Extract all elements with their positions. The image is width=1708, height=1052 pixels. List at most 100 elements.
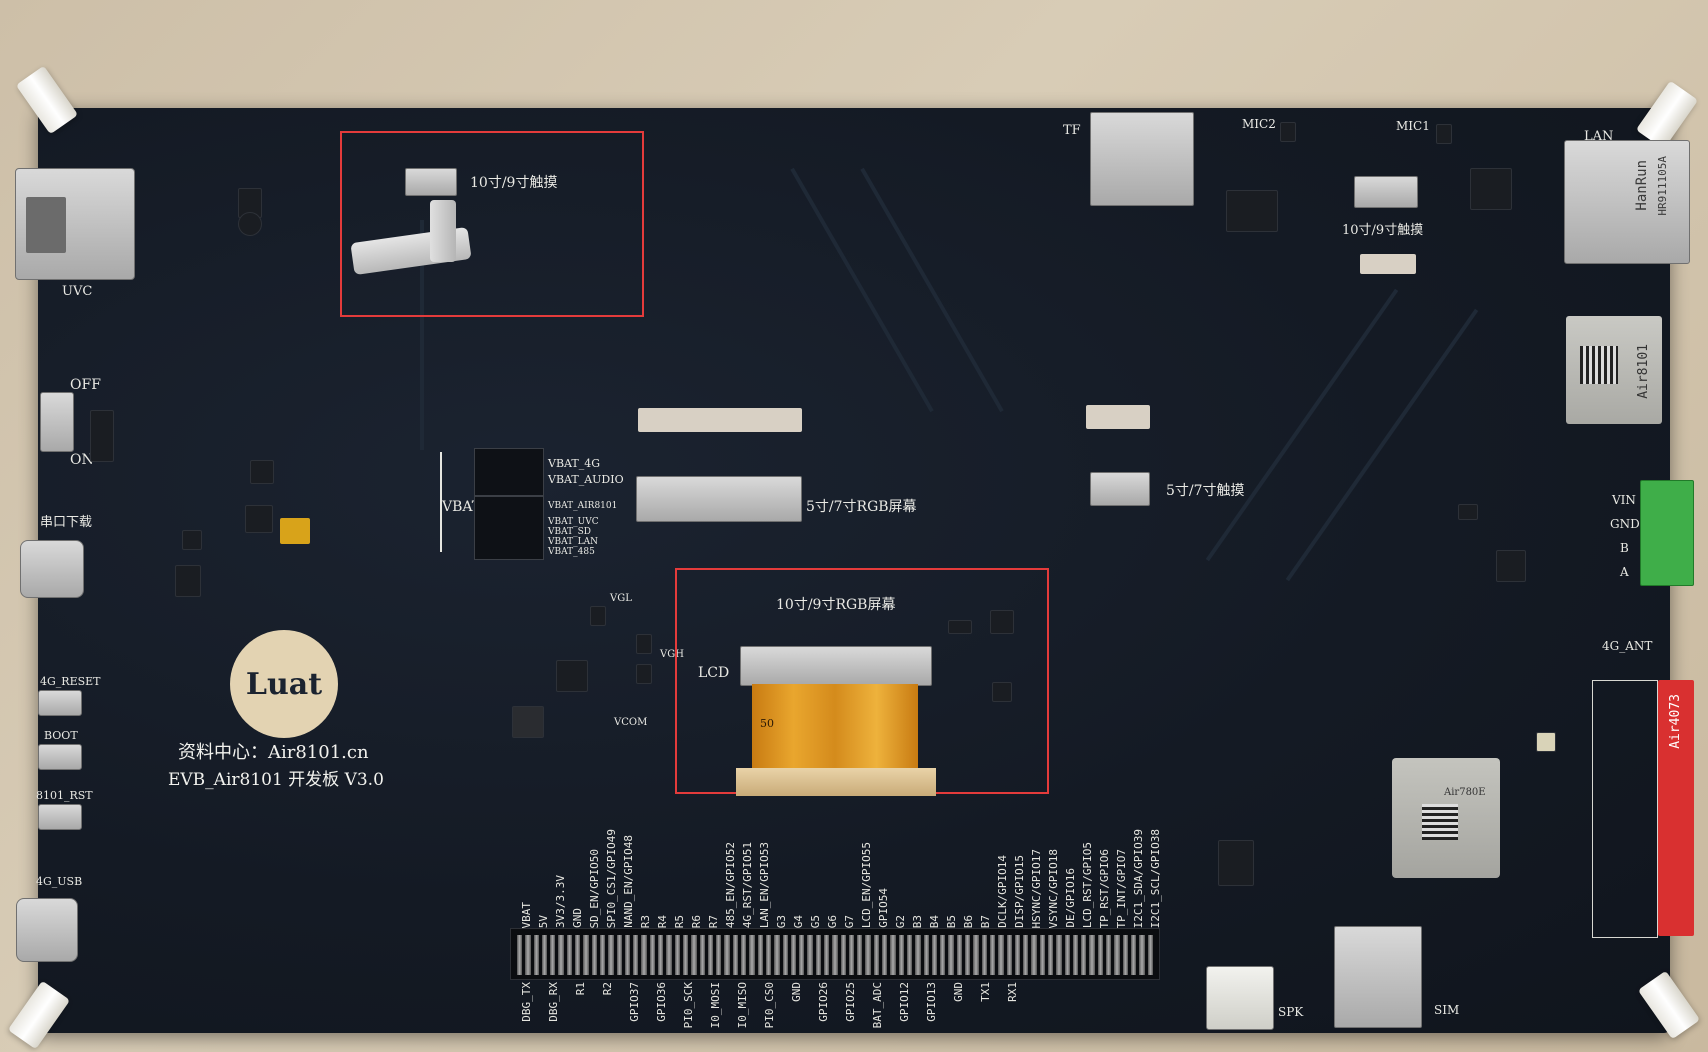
- touch-10-9-connector[interactable]: [405, 168, 457, 196]
- pin: [965, 935, 971, 975]
- lan-port[interactable]: [1564, 140, 1690, 264]
- speaker-connector[interactable]: [1206, 966, 1274, 1030]
- pin: [923, 935, 929, 975]
- pin: [1023, 935, 1029, 975]
- power-on-label: ON: [70, 452, 94, 468]
- chip: [1226, 190, 1278, 232]
- uvc-usb-port[interactable]: [15, 168, 135, 280]
- a-label: A: [1620, 565, 1629, 579]
- reset-4g-label: 4G_RESET: [40, 675, 101, 688]
- fpc-mark: 50: [760, 717, 774, 730]
- dip-switch-large[interactable]: [474, 496, 544, 560]
- header-label: R4: [656, 914, 669, 928]
- pin: [973, 935, 979, 975]
- header-label: DBG_RX: [547, 982, 560, 1022]
- audio-amp: [1218, 840, 1254, 886]
- pin: [691, 935, 697, 975]
- vbat-item-6: VBAT_485: [548, 547, 595, 557]
- pin: [915, 935, 921, 975]
- qr-code: [1422, 804, 1458, 840]
- header-label: B5: [945, 914, 958, 928]
- luat-logo: Luat: [230, 630, 338, 738]
- header-label: B4: [928, 914, 941, 928]
- header-label: G3: [775, 914, 788, 928]
- serial-usb-c-port[interactable]: [20, 540, 84, 598]
- pin: [815, 935, 821, 975]
- pin: [541, 935, 548, 975]
- header-label: GND: [790, 982, 803, 1002]
- header-label: RX1: [1006, 982, 1019, 1002]
- header-label: G5: [809, 914, 822, 928]
- b-label: B: [1620, 541, 1629, 555]
- rgb-5-7-label: 5寸/7寸RGB屏幕: [806, 499, 917, 515]
- sim-slot[interactable]: [1334, 926, 1422, 1028]
- spk-label: SPK: [1278, 1005, 1304, 1019]
- pin: [641, 935, 647, 975]
- vgh-label: VGH: [660, 649, 684, 660]
- ribbon-cable: [430, 200, 456, 262]
- air4073-antenna: Air4073: [1658, 680, 1694, 936]
- boot-label: BOOT: [44, 729, 78, 742]
- pin: [741, 935, 747, 975]
- header-label: G6: [826, 914, 839, 928]
- lcd-label: LCD: [698, 665, 730, 681]
- pin: [517, 935, 523, 975]
- terminal-block[interactable]: [1640, 480, 1694, 586]
- pin: [1081, 935, 1087, 975]
- header-label: GPIO36: [655, 982, 668, 1022]
- chip: [1470, 168, 1512, 210]
- pin: [707, 935, 714, 975]
- pin: [807, 935, 813, 975]
- air8101-module-label: Air8101: [1636, 344, 1651, 399]
- touch-5-7-label: 5寸/7寸触摸: [1166, 483, 1245, 499]
- header-label: LAN_EN/GPIO53: [758, 841, 771, 928]
- qr-code: [1580, 346, 1618, 384]
- header-label: SPI0_CS1/GPIO49: [605, 828, 618, 928]
- pin: [1056, 935, 1062, 975]
- reset-4g-button[interactable]: [38, 690, 82, 716]
- power-off-label: OFF: [70, 377, 101, 393]
- chip: [1496, 550, 1526, 582]
- pin: [832, 935, 838, 975]
- pin: [608, 935, 614, 975]
- board-title: EVB_Air8101 开发板 V3.0: [168, 770, 384, 790]
- header-label: GPIO25: [844, 982, 857, 1022]
- touch-5-7-connector[interactable]: [1090, 472, 1150, 506]
- header-label: DE/GPIO16: [1064, 868, 1077, 928]
- rst-8101-button[interactable]: [38, 804, 82, 830]
- chip: [175, 565, 201, 597]
- touch-10-9-connector-right[interactable]: [1354, 176, 1418, 208]
- pin: [1089, 935, 1095, 975]
- air8101-module: Air8101: [1566, 316, 1662, 424]
- chip: [90, 410, 114, 462]
- pin: [823, 935, 830, 975]
- header-label: SPI0_CS0: [763, 982, 776, 1028]
- chip: [556, 660, 588, 692]
- rgb-10-9-connector[interactable]: [740, 646, 932, 686]
- pin: [525, 935, 531, 975]
- pin: [757, 935, 763, 975]
- pin: [1114, 935, 1120, 975]
- boot-button[interactable]: [38, 744, 82, 770]
- air780e-label: Air780E: [1444, 787, 1486, 798]
- header-label: SPI0_MISO: [736, 982, 749, 1028]
- pin: [840, 935, 846, 975]
- header-label: GPIO13: [925, 982, 938, 1022]
- gpio-pin-header[interactable]: [510, 928, 1160, 980]
- highlight-touch-10-9: [340, 131, 644, 317]
- power-switch[interactable]: [40, 392, 74, 452]
- dip-switch-small[interactable]: [474, 448, 544, 496]
- usb-slot: [26, 197, 66, 253]
- pcb-trace: [420, 220, 424, 450]
- usb-4g-port[interactable]: [16, 898, 78, 962]
- pin: [956, 935, 963, 975]
- pin: [848, 935, 855, 975]
- tf-card-slot[interactable]: [1090, 112, 1194, 206]
- pin: [566, 935, 573, 975]
- pin: [865, 935, 871, 975]
- pin: [533, 935, 539, 975]
- pin: [998, 935, 1004, 975]
- air4073-label: Air4073: [1668, 694, 1683, 749]
- pin: [591, 935, 597, 975]
- rgb-5-7-connector[interactable]: [636, 476, 802, 522]
